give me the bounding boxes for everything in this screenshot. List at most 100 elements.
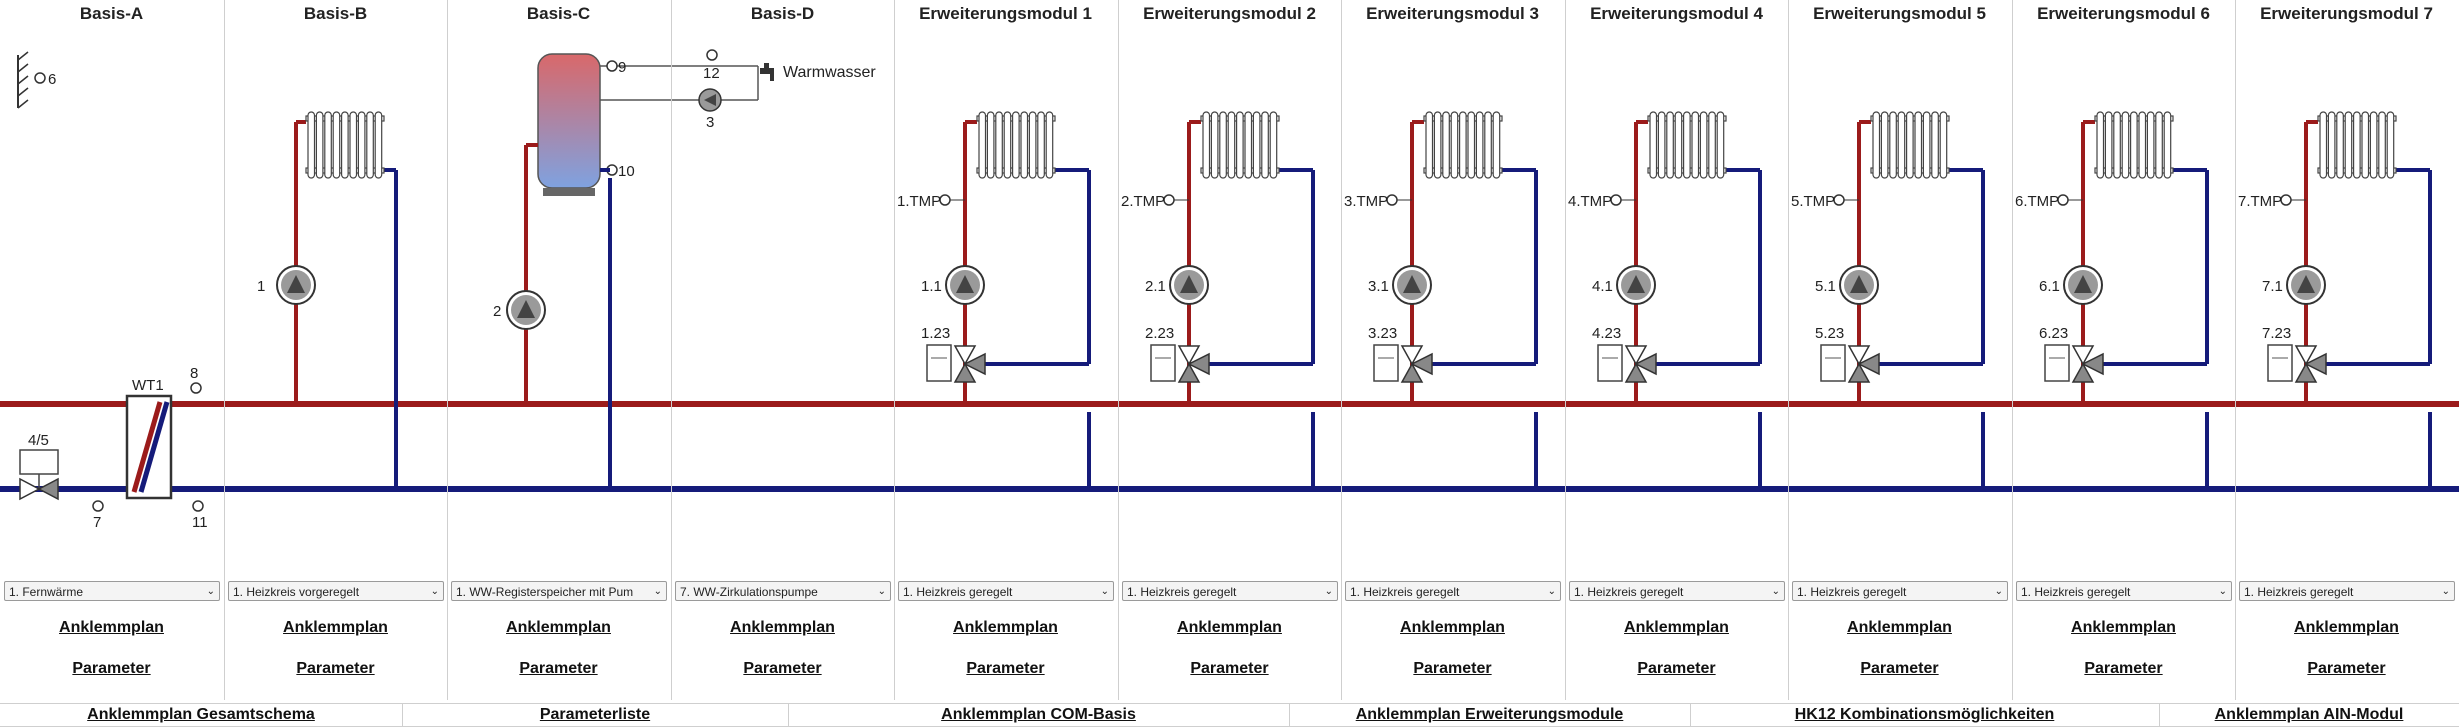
column-title: Erweiterungsmodul 6 xyxy=(2037,4,2210,23)
select-value: 1. Heizkreis geregelt xyxy=(903,585,1013,599)
parameter-link[interactable]: Parameter xyxy=(2084,660,2163,677)
mixing-valve-icon xyxy=(1624,345,1648,366)
column-title: Erweiterungsmodul 7 xyxy=(2260,4,2433,23)
function-select[interactable]: 1. Heizkreis geregelt⌄ xyxy=(1569,581,1785,601)
temperature-sensor-label: 4.TMP xyxy=(1568,193,1612,210)
temperature-sensor-label: 6.TMP xyxy=(2015,193,2059,210)
pump-label: 2.1 xyxy=(1145,278,1166,295)
column-separator xyxy=(1565,0,1566,700)
bottom-link-separator xyxy=(2159,704,2160,726)
column-separator xyxy=(1341,0,1342,700)
select-value: 1. Fernwärme xyxy=(9,585,84,599)
main-pipes xyxy=(0,401,2459,492)
function-select[interactable]: 1. Heizkreis geregelt⌄ xyxy=(1345,581,1561,601)
actuator-icon xyxy=(1597,344,1623,382)
actuator-icon xyxy=(926,344,952,382)
anklemmplan-link[interactable]: Anklemmplan xyxy=(2294,619,2399,636)
anklemmplan-link[interactable]: Anklemmplan xyxy=(506,619,611,636)
actuator-icon xyxy=(1150,344,1176,382)
column-separator xyxy=(2235,0,2236,700)
anklemmplan-link[interactable]: Anklemmplan xyxy=(1177,619,1282,636)
function-select[interactable]: 1. Heizkreis geregelt⌄ xyxy=(1792,581,2008,601)
sensor-icon xyxy=(1610,194,1622,206)
parameter-link[interactable]: Parameter xyxy=(2307,660,2386,677)
select-value: 1. Heizkreis geregelt xyxy=(2021,585,2131,599)
select-value: 1. WW-Registerspeicher mit Pum xyxy=(456,585,634,599)
temperature-sensor-label: 5.TMP xyxy=(1791,193,1835,210)
anklemmplan-link[interactable]: Anklemmplan xyxy=(59,619,164,636)
anklemmplan-link[interactable]: Anklemmplan xyxy=(1624,619,1729,636)
parameter-link[interactable]: Parameter xyxy=(1413,660,1492,677)
function-select[interactable]: 1. Heizkreis geregelt⌄ xyxy=(1122,581,1338,601)
select-value: 1. Heizkreis geregelt xyxy=(2244,585,2354,599)
sensor-icon xyxy=(190,382,202,394)
parameter-link[interactable]: Parameter xyxy=(519,660,598,677)
column-separator xyxy=(894,0,895,700)
function-select[interactable]: 1. WW-Registerspeicher mit Pum⌄ xyxy=(451,581,667,601)
sensor-label: 12 xyxy=(703,65,720,82)
column-title: Erweiterungsmodul 1 xyxy=(919,4,1092,23)
bottom-link[interactable]: Anklemmplan Gesamtschema xyxy=(87,706,315,723)
basis-b-schema: 1 xyxy=(257,111,398,489)
function-select[interactable]: 1. Fernwärme⌄ xyxy=(4,581,220,601)
anklemmplan-link[interactable]: Anklemmplan xyxy=(730,619,835,636)
parameter-link[interactable]: Parameter xyxy=(296,660,375,677)
parameter-link[interactable]: Parameter xyxy=(743,660,822,677)
chevron-down-icon: ⌄ xyxy=(2218,586,2227,597)
mixing-valve-icon xyxy=(953,345,977,366)
mixing-valve-icon xyxy=(1847,345,1871,366)
function-select[interactable]: 1. Heizkreis geregelt⌄ xyxy=(2239,581,2455,601)
sensor-icon xyxy=(706,49,718,61)
anklemmplan-link[interactable]: Anklemmplan xyxy=(2071,619,2176,636)
basis-d-schema: 12 3 Warmwasser xyxy=(698,49,876,131)
anklemmplan-link[interactable]: Anklemmplan xyxy=(953,619,1058,636)
anklemmplan-link[interactable]: Anklemmplan xyxy=(1400,619,1505,636)
bottom-link-separator xyxy=(402,704,403,726)
sensor-icon xyxy=(1386,194,1398,206)
actuator-icon xyxy=(1373,344,1399,382)
parameter-link[interactable]: Parameter xyxy=(1190,660,1269,677)
bottom-link[interactable]: Anklemmplan Erweiterungsmodule xyxy=(1355,706,1624,723)
mixing-valve-icon xyxy=(1177,345,1201,366)
sensor-icon xyxy=(2057,194,2069,206)
parameter-link[interactable]: Parameter xyxy=(966,660,1045,677)
parameter-link[interactable]: Parameter xyxy=(72,660,151,677)
column-title: Basis-B xyxy=(303,4,368,23)
actuator-icon xyxy=(1820,344,1846,382)
bottom-link[interactable]: HK12 Kombinationsmöglichkeiten xyxy=(1794,706,2055,723)
column-separator xyxy=(671,0,672,700)
sensor-label: 9 xyxy=(618,59,626,76)
bottom-link[interactable]: Anklemmplan COM-Basis xyxy=(941,706,1136,723)
select-value: 1. Heizkreis geregelt xyxy=(1574,585,1684,599)
parameter-link[interactable]: Parameter xyxy=(1860,660,1939,677)
anklemmplan-link[interactable]: Anklemmplan xyxy=(1847,619,1952,636)
function-select[interactable]: 1. Heizkreis geregelt ⌄ xyxy=(2016,581,2232,601)
sensor-icon xyxy=(92,500,104,512)
mixing-valve-icon xyxy=(2071,345,2095,366)
column-title: Erweiterungsmodul 5 xyxy=(1813,4,1986,23)
column-separator xyxy=(2012,0,2013,700)
bottom-link[interactable]: Parameterliste xyxy=(539,706,651,723)
column-title: Basis-A xyxy=(79,4,144,23)
mixer-label: 2.23 xyxy=(1145,325,1174,342)
parameter-link[interactable]: Parameter xyxy=(1637,660,1716,677)
select-value: 1. Heizkreis geregelt xyxy=(1350,585,1460,599)
tap-icon xyxy=(760,68,774,74)
radiator-icon xyxy=(1423,111,1503,179)
chevron-down-icon: ⌄ xyxy=(877,586,886,597)
column-title: Erweiterungsmodul 2 xyxy=(1143,4,1316,23)
bottom-link[interactable]: Anklemmplan AIN-Modul xyxy=(2214,706,2404,723)
actuator-icon xyxy=(2044,344,2070,382)
function-select[interactable]: 7. WW-Zirkulationspumpe⌄ xyxy=(675,581,891,601)
mixer-label: 3.23 xyxy=(1368,325,1397,342)
sensor-label: 6 xyxy=(48,71,56,88)
anklemmplan-link[interactable]: Anklemmplan xyxy=(283,619,388,636)
pump-label: 3 xyxy=(706,114,714,131)
function-select[interactable]: 1. Heizkreis vorgeregelt⌄ xyxy=(228,581,444,601)
valve-icon xyxy=(19,477,41,501)
basis-a-schema: 6 4/5 WT1 8 7 11 xyxy=(17,51,208,531)
chevron-down-icon: ⌄ xyxy=(1994,586,2003,597)
function-select[interactable]: 1. Heizkreis geregelt⌄ xyxy=(898,581,1114,601)
